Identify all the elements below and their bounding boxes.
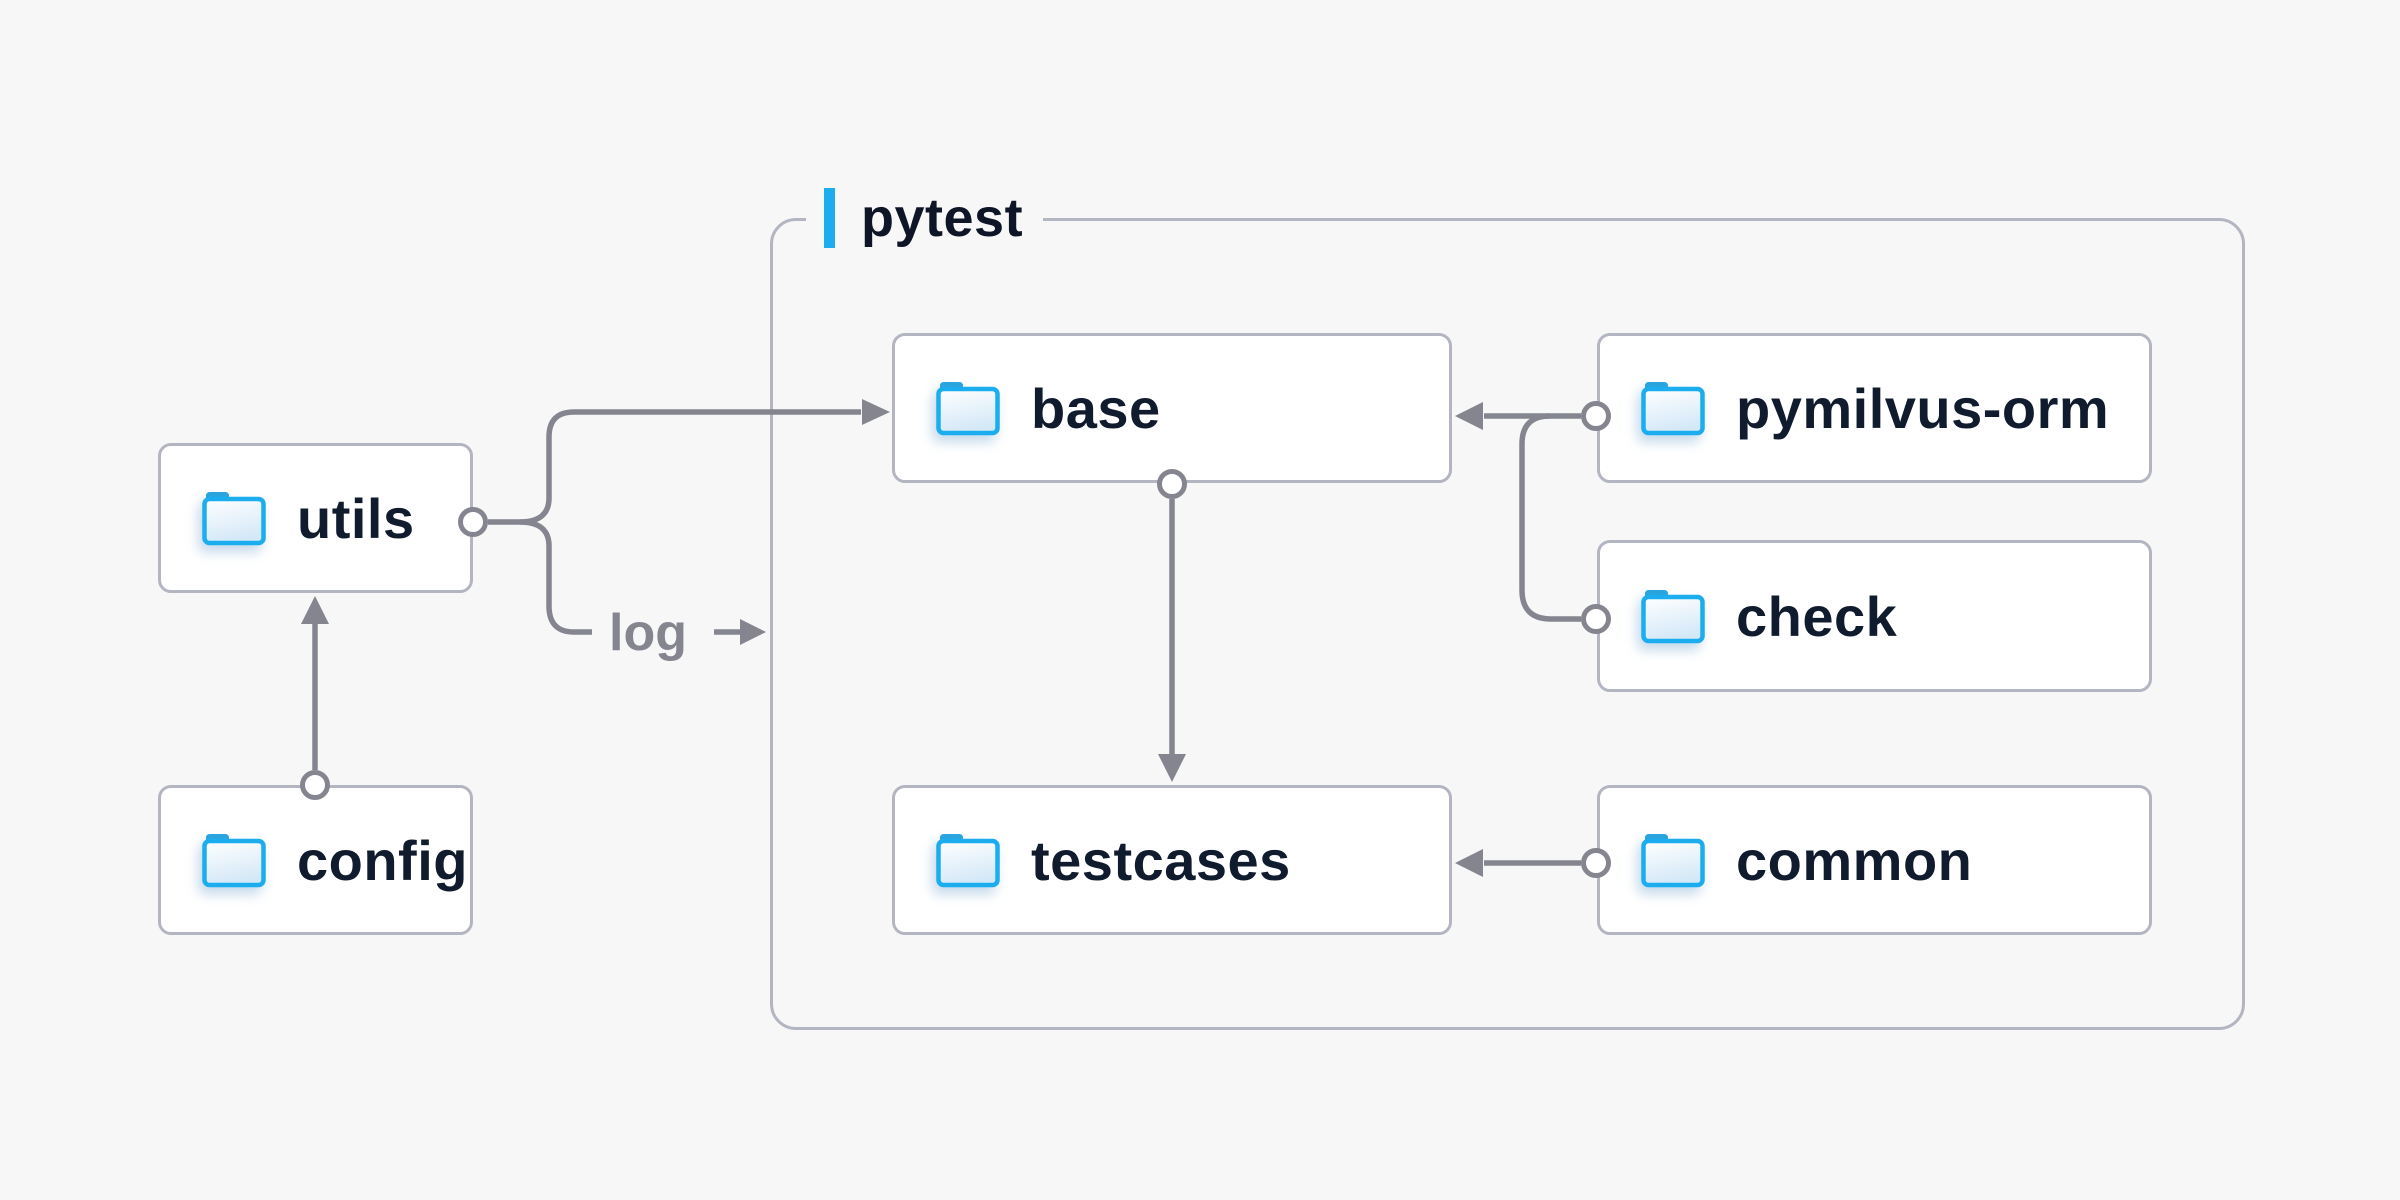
- node-label: common: [1736, 828, 1973, 892]
- folder-icon: [202, 834, 266, 888]
- pytest-container-box: [770, 218, 2245, 1030]
- node-label: pymilvus-orm: [1736, 376, 2110, 440]
- node-label: utils: [297, 486, 415, 550]
- folder-icon: [1641, 590, 1705, 644]
- node-base: base: [892, 333, 1452, 483]
- node-label: testcases: [1031, 828, 1291, 892]
- pytest-label-text: pytest: [861, 188, 1024, 248]
- node-pymilvus-orm: pymilvus-orm: [1597, 333, 2152, 483]
- node-label: check: [1736, 584, 1898, 648]
- node-label: base: [1031, 376, 1161, 440]
- node-config: config: [158, 785, 473, 935]
- accent-bar-icon: [824, 188, 835, 248]
- folder-icon: [936, 382, 1000, 436]
- pytest-container-label: pytest: [806, 183, 1044, 253]
- node-check: check: [1597, 540, 2152, 692]
- node-testcases: testcases: [892, 785, 1452, 935]
- folder-icon: [1641, 834, 1705, 888]
- folder-icon: [202, 492, 266, 546]
- node-common: common: [1597, 785, 2152, 935]
- edge-config-to-utils: [300, 596, 330, 800]
- folder-icon: [1641, 382, 1705, 436]
- log-annotation: log: [609, 604, 687, 662]
- node-label: config: [297, 828, 468, 892]
- folder-icon: [936, 834, 1000, 888]
- node-utils: utils: [158, 443, 473, 593]
